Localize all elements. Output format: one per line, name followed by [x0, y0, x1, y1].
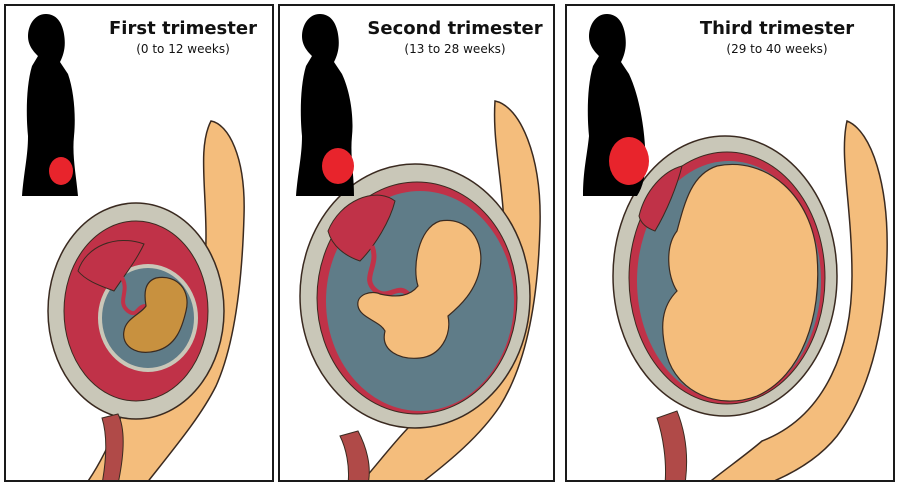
second-trimester-illustration	[296, 14, 541, 480]
uterus-highlight	[49, 157, 73, 185]
panel-title: Second trimester	[367, 18, 543, 39]
fetus	[357, 219, 482, 359]
panel-title: First trimester	[109, 18, 257, 39]
first-trimester-panel: First trimester (0 to 12 weeks)	[4, 4, 274, 482]
second-trimester-panel: Second trimester (13 to 28 weeks)	[278, 4, 555, 482]
fetus	[662, 164, 819, 402]
uterus-highlight	[322, 148, 354, 184]
umbilical-cord	[119, 274, 147, 316]
cervix	[101, 413, 124, 480]
abdominal-wall	[710, 119, 888, 480]
panel-subtitle: (29 to 40 weeks)	[726, 42, 828, 56]
third-trimester-panel: Third trimester (29 to 40 weeks)	[565, 4, 895, 482]
third-trimester-illustration	[583, 14, 888, 480]
placenta	[77, 240, 145, 292]
abdominal-wall	[87, 120, 245, 480]
panel-title: Third trimester	[699, 18, 855, 39]
placenta	[638, 165, 683, 232]
panel-subtitle: (0 to 12 weeks)	[136, 42, 230, 56]
cervix	[656, 410, 688, 480]
cervix	[339, 430, 370, 480]
embryo	[123, 276, 188, 353]
uterus-highlight	[609, 137, 649, 185]
panel-subtitle: (13 to 28 weeks)	[404, 42, 506, 56]
silhouette	[22, 14, 78, 196]
umbilical-cord	[367, 245, 412, 298]
first-trimester-illustration	[22, 14, 245, 480]
placenta	[327, 194, 396, 262]
